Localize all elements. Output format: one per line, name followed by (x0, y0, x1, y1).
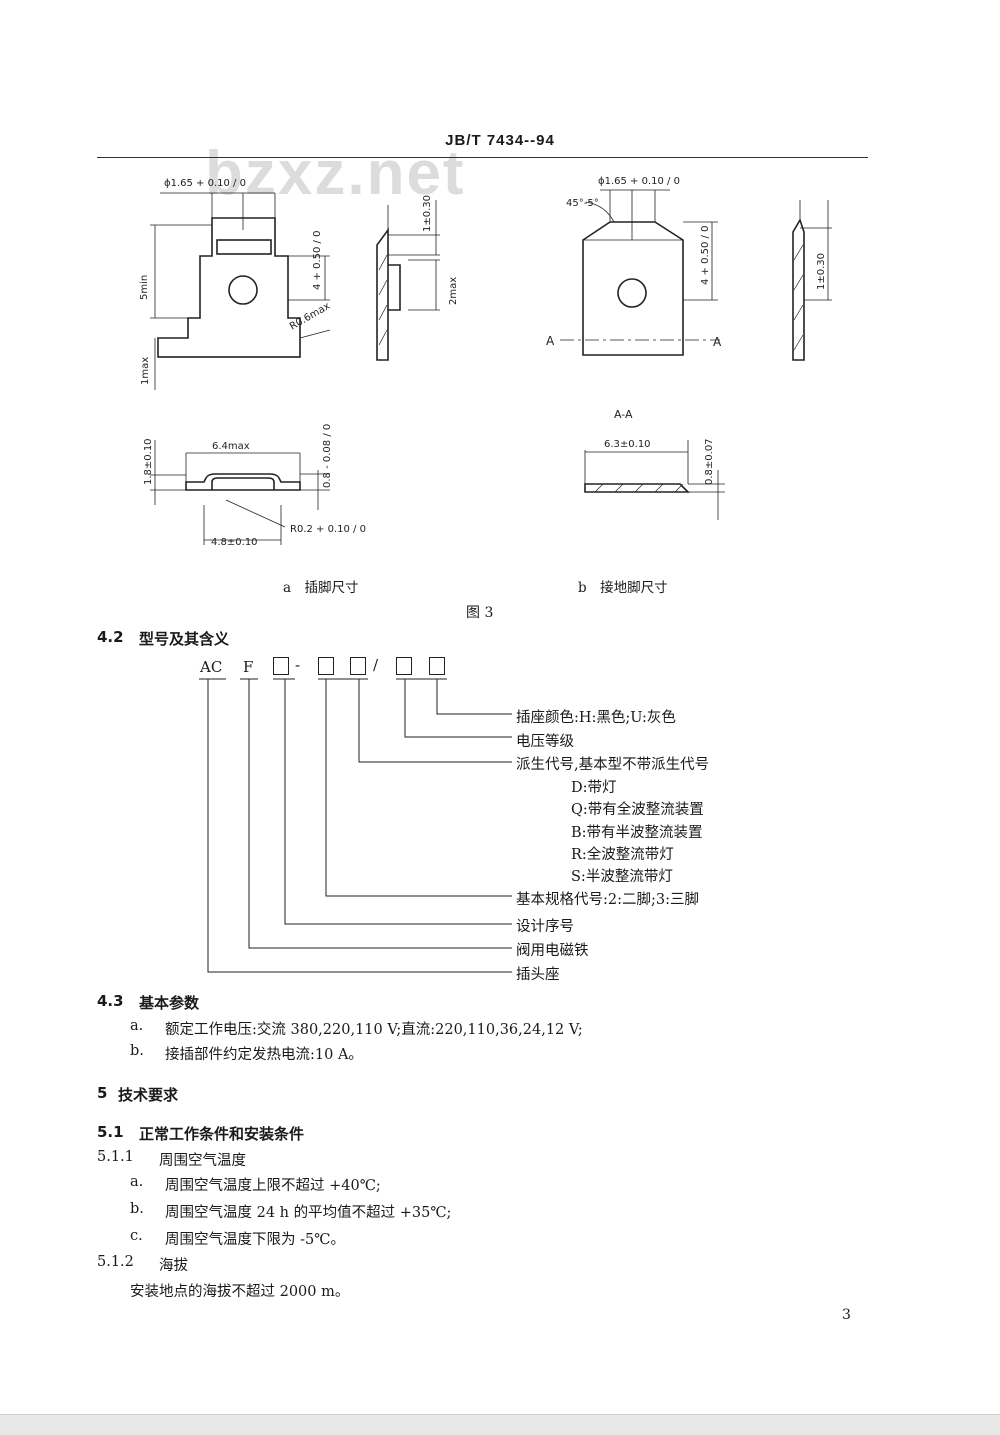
param-b-text: 接插部件约定发热电流:10 A。 (165, 1047, 363, 1063)
temp-item-c-mark: c. (130, 1228, 143, 1244)
section-5-1-2-number: 5.1.2 (97, 1254, 134, 1270)
dim-a-r06: R0.6max (288, 301, 332, 333)
page-header: JB/T 7434--94 (445, 132, 555, 149)
meaning-label-s: S:半波整流带灯 (571, 869, 673, 885)
section-5-1-2-title: 海拔 (159, 1258, 188, 1274)
temp-item-b-mark: b. (130, 1201, 144, 1217)
dim-a-48: 4.8±0.10 (211, 537, 258, 548)
model-code-box-2 (318, 655, 334, 675)
figure-subcaption-b: b 接地脚尺寸 (578, 580, 668, 596)
temp-item-a-mark: a. (130, 1174, 144, 1190)
param-b-mark: b. (130, 1043, 144, 1059)
page-number: 3 (842, 1307, 851, 1323)
watermark: bzxz.net (205, 139, 466, 208)
dim-a-08: 0.8 - 0.08 / 0 (322, 424, 333, 488)
dim-b-08: 0.8±0.07 (704, 438, 715, 485)
section-5-1-title: 正常工作条件和安装条件 (139, 1125, 305, 1143)
dim-a-1max: 1max (140, 357, 151, 385)
param-a-mark: a. (130, 1018, 144, 1034)
meaning-label-b: B:带有半波整流装置 (571, 825, 703, 841)
section-mark-a-left: A (546, 334, 555, 348)
section-label-aa: A-A (614, 408, 633, 421)
bottom-bar (0, 1414, 1000, 1435)
dim-a-side-2max: 2max (448, 277, 459, 305)
model-code-ac: AC (200, 658, 223, 676)
temp-item-b-text: 周围空气温度 24 h 的平均值不超过 +35℃; (165, 1205, 452, 1221)
meaning-label-d: D:带灯 (571, 780, 617, 796)
section-4-3-number: 4.3 (97, 992, 124, 1010)
param-a-text: 额定工作电压:交流 380,220,110 V;直流:220,110,36,24… (165, 1022, 583, 1038)
dim-b-diameter: ϕ1.65 + 0.10 / 0 (598, 176, 680, 187)
dim-b-side-1: 1±0.30 (816, 253, 827, 290)
dim-b-4: 4 + 0.50 / 0 (700, 226, 711, 285)
model-code-box-3 (350, 655, 366, 675)
temp-item-a-text: 周围空气温度上限不超过 +40℃; (165, 1178, 381, 1194)
model-code-slash: / (373, 656, 379, 674)
dim-a-side-1: 1±0.30 (422, 195, 433, 232)
meaning-label-voltage: 电压等级 (516, 734, 574, 750)
section-mark-a-right: A (713, 335, 722, 349)
meaning-label-design: 设计序号 (516, 919, 574, 935)
meaning-label-valve: 阀用电磁铁 (516, 943, 589, 959)
header-rule (97, 157, 868, 158)
meaning-label-spec: 基本规格代号:2:二脚;3:三脚 (516, 892, 699, 908)
section-4-2-number: 4.2 (97, 628, 124, 646)
dim-a-5min: 5min (139, 275, 150, 300)
model-code-box-5 (429, 655, 445, 675)
dim-a-18: 1.8±0.10 (143, 438, 154, 485)
dim-b-angle: 45°-5° (566, 198, 599, 209)
dim-a-diameter: ϕ1.65 + 0.10 / 0 (164, 178, 246, 189)
section-5-1-1-title: 周围空气温度 (159, 1153, 246, 1169)
meaning-label-plug: 插头座 (516, 967, 560, 983)
model-code-f: F (243, 658, 254, 676)
model-code-box-1 (273, 655, 289, 675)
dim-a-r02: R0.2 + 0.10 / 0 (290, 524, 366, 535)
model-code-dash: - (295, 656, 301, 674)
section-5-number: 5 (97, 1084, 108, 1102)
section-5-1-1-number: 5.1.1 (97, 1149, 134, 1165)
section-4-2-title: 型号及其含义 (139, 630, 230, 648)
meaning-label-color: 插座颜色:H:黑色;U:灰色 (516, 710, 676, 726)
altitude-text: 安装地点的海拔不超过 2000 m。 (130, 1284, 350, 1300)
section-4-3-title: 基本参数 (139, 994, 200, 1012)
meaning-label-q: Q:带有全波整流装置 (571, 802, 704, 818)
temp-item-c-text: 周围空气温度下限为 -5℃。 (165, 1232, 345, 1248)
section-5-title: 技术要求 (118, 1086, 179, 1104)
meaning-label-r: R:全波整流带灯 (571, 847, 674, 863)
model-code-leader-lines (199, 678, 512, 973)
dim-a-64: 6.4max (212, 441, 250, 452)
figure-3-drawing: ϕ1.65 + 0.10 / 0 5min 4 + 0.50 / 0 R0.6m… (139, 176, 832, 548)
dim-b-63: 6.3±0.10 (604, 439, 651, 450)
meaning-label-derivative: 派生代号,基本型不带派生代号 (516, 757, 710, 773)
figure-caption: 图 3 (466, 605, 494, 621)
dim-a-4: 4 + 0.50 / 0 (312, 231, 323, 290)
model-code-box-4 (396, 655, 412, 675)
section-5-1-number: 5.1 (97, 1123, 124, 1141)
figure-subcaption-a: a 插脚尺寸 (283, 580, 359, 596)
